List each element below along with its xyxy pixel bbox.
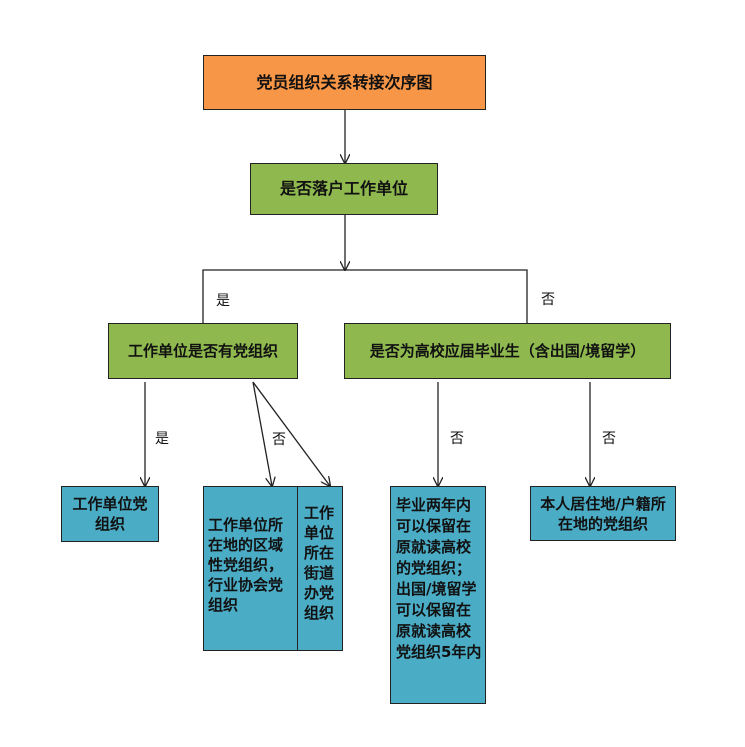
result-residence-party-text: 本人居住地/户籍所在地的党组织: [540, 494, 666, 533]
result-regional-party-box: 工作单位所在地的区域性党组织，行业协会党组织: [203, 486, 298, 651]
label-no-2: 否: [272, 432, 286, 448]
result-street-party-box: 工作单位所在街道办党组织: [297, 486, 343, 651]
title-box: 党员组织关系转接次序图: [203, 55, 486, 110]
title-text: 党员组织关系转接次序图: [256, 72, 433, 92]
question-unit-party-box: 工作单位是否有党组织: [108, 323, 298, 379]
result-regional-party-text: 工作单位所在地的区域性党组织，行业协会党组织: [208, 516, 284, 614]
question-graduate-text: 是否为高校应届毕业生（含出国/境留学）: [369, 342, 646, 360]
result-unit-party-box: 工作单位党组织: [61, 486, 159, 542]
result-residence-party-box: 本人居住地/户籍所在地的党组织: [530, 486, 676, 541]
result-graduate-party-box: 毕业两年内可以保留在原就读高校的党组织；出国/境留学可以保留在原就读高校党组织5…: [390, 486, 486, 704]
question-unit-party-text: 工作单位是否有党组织: [127, 342, 278, 360]
label-no-3: 否: [450, 431, 464, 447]
result-street-party-text: 工作单位所在街道办党组织: [304, 504, 335, 622]
result-graduate-party-text: 毕业两年内可以保留在原就读高校的党组织；出国/境留学可以保留在原就读高校党组织5…: [396, 496, 482, 661]
label-no-1: 否: [541, 292, 555, 308]
label-yes-1: 是: [216, 293, 230, 309]
label-yes-2: 是: [155, 431, 169, 447]
result-unit-party-text: 工作单位党组织: [72, 495, 148, 533]
question-settled-text: 是否落户工作单位: [279, 179, 408, 198]
question-graduate-box: 是否为高校应届毕业生（含出国/境留学）: [344, 323, 671, 379]
question-settled-box: 是否落户工作单位: [250, 163, 438, 215]
label-no-4: 否: [602, 431, 616, 447]
branch-line: [202, 269, 528, 323]
arrow-q2yes-to-street: [252, 381, 330, 486]
arrow-q2yes-to-regional: [252, 381, 272, 486]
